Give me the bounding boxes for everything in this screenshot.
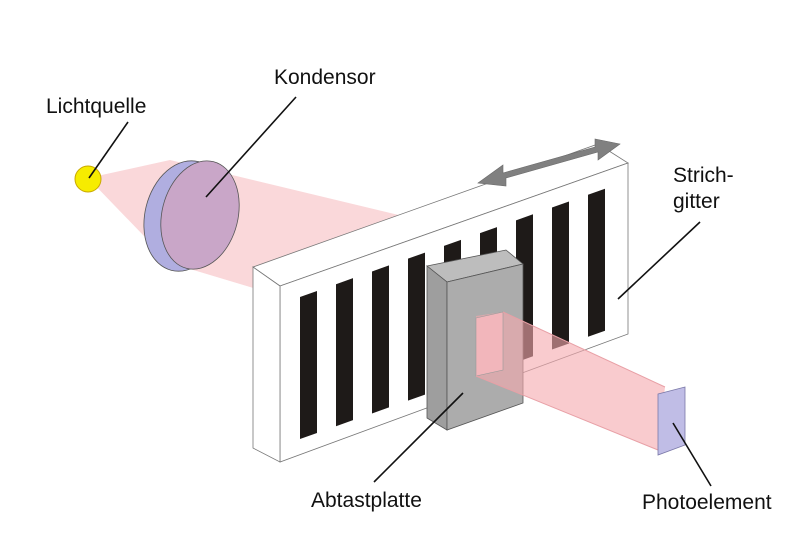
- label-light-source: Lichtquelle: [46, 95, 146, 118]
- leader-lines: [88, 96, 712, 487]
- light-beam-out: [476, 312, 665, 450]
- photo-element: [657, 386, 686, 456]
- label-grating-line2: gitter: [673, 190, 720, 213]
- grating-bar: [336, 278, 353, 427]
- label-condenser: Kondensor: [274, 66, 376, 89]
- grating-bar: [588, 188, 605, 337]
- movement-double-arrow: [477, 138, 621, 187]
- condenser-face: [160, 160, 240, 270]
- scanning-plate-side: [426, 265, 448, 431]
- label-photo-element: Photoelement: [642, 491, 772, 514]
- grating-left-side: [252, 266, 281, 463]
- label-scanning-plate: Abtastplatte: [311, 489, 422, 512]
- grating-bar: [552, 201, 569, 350]
- grating-bar: [300, 290, 317, 439]
- grating-bar: [408, 252, 425, 401]
- label-grating-line1: Strich-: [673, 164, 734, 187]
- light-source-bulb: [74, 165, 102, 193]
- grating-bar: [372, 265, 389, 414]
- scanning-window: [475, 311, 504, 377]
